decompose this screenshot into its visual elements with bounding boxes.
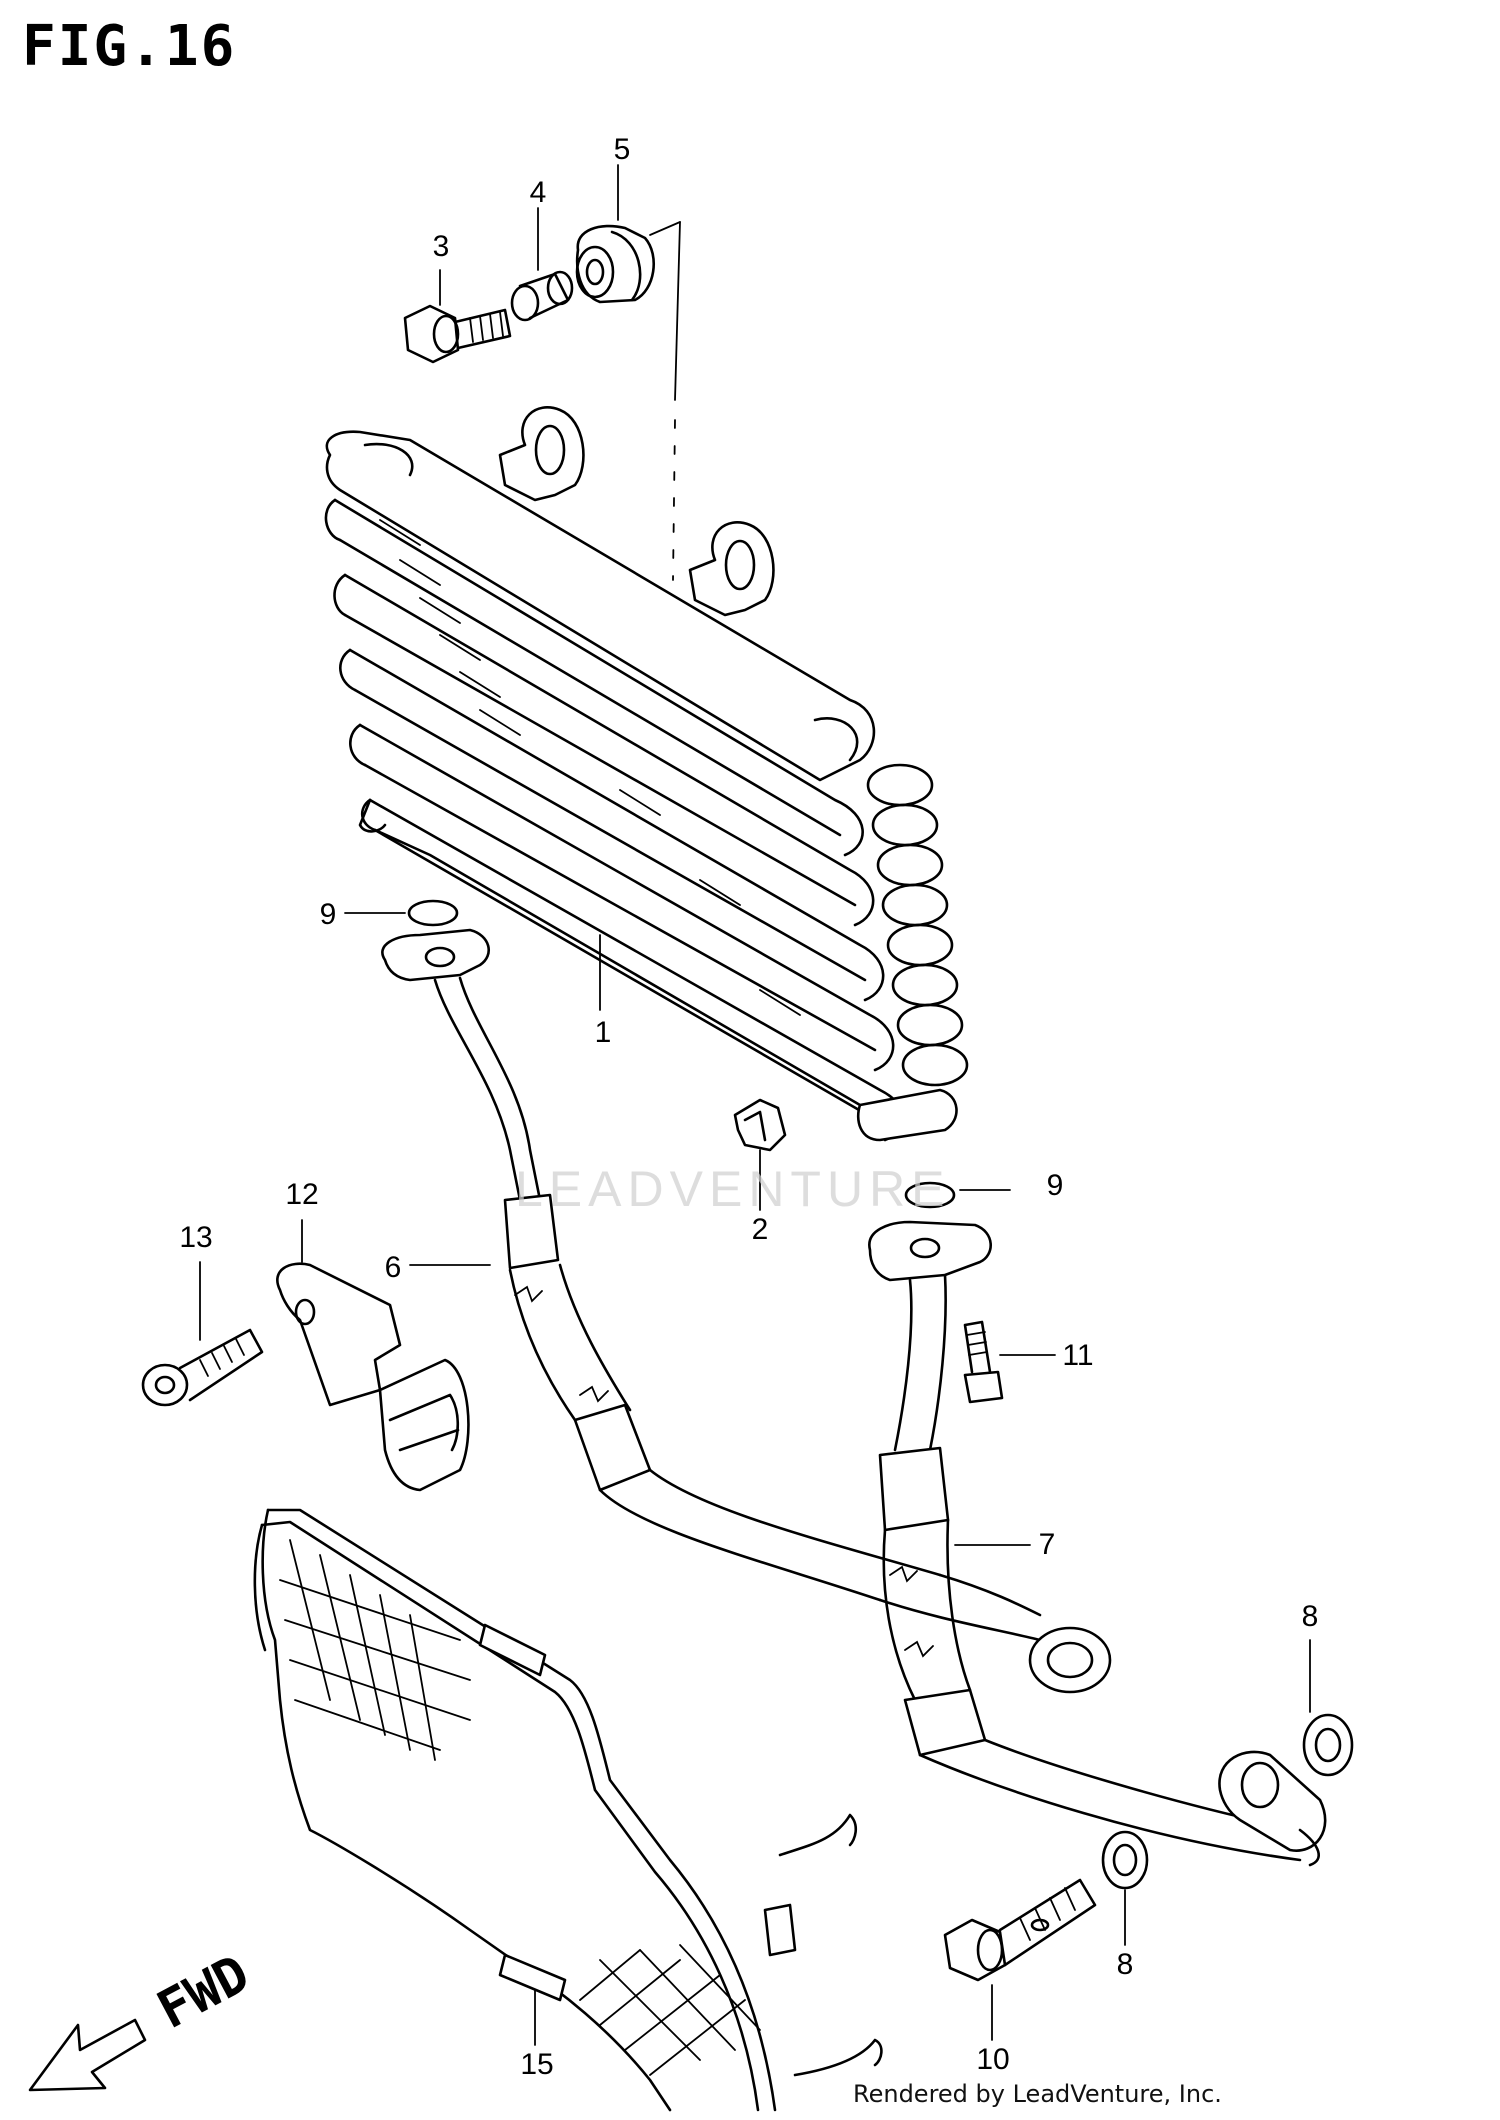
callout-1: 1 (594, 1016, 612, 1049)
part-8-washer-lower (1101, 1830, 1149, 1890)
callout-3: 3 (432, 230, 450, 263)
part-5-grommet (575, 224, 655, 304)
watermark: LEADVENTURE (515, 1161, 951, 1217)
part-13-bolt (141, 1328, 264, 1407)
part-15-guard (253, 1508, 883, 2112)
assembly-line-5 (649, 221, 681, 581)
callout-9-upper: 9 (319, 898, 337, 931)
callout-13: 13 (179, 1221, 213, 1254)
callout-11: 11 (1062, 1339, 1094, 1372)
figure-title: FIG.16 (22, 14, 237, 79)
part-4-collar (510, 270, 574, 322)
part-1-oil-cooler (324, 406, 969, 1142)
callout-6: 6 (384, 1251, 402, 1284)
part-12-bracket (276, 1262, 470, 1492)
part-11-bolt (963, 1320, 1004, 1404)
part-6-hose (381, 928, 1112, 1694)
part-10-union-bolt (943, 1878, 1097, 1982)
part-9-o-ring-lower (904, 1181, 956, 1209)
callout-9-lower: 9 (1046, 1169, 1064, 1202)
part-9-o-ring-upper (407, 899, 459, 927)
callout-8-lower: 8 (1116, 1948, 1134, 1981)
callout-7: 7 (1038, 1528, 1056, 1561)
callout-12: 12 (285, 1178, 319, 1211)
callout-8-upper: 8 (1301, 1600, 1319, 1633)
callout-10: 10 (976, 2043, 1010, 2076)
callout-4: 4 (529, 176, 547, 209)
part-8-washer-upper (1302, 1713, 1354, 1777)
part-3-bolt (403, 304, 512, 364)
part-7-hose (868, 1220, 1327, 1867)
part-2-clip (733, 1098, 787, 1152)
fwd-arrow-icon (28, 2018, 147, 2092)
callout-2: 2 (751, 1213, 769, 1246)
callout-15: 15 (520, 2048, 554, 2081)
callout-5: 5 (613, 133, 631, 166)
render-credit: Rendered by LeadVenture, Inc. (853, 2080, 1222, 2108)
